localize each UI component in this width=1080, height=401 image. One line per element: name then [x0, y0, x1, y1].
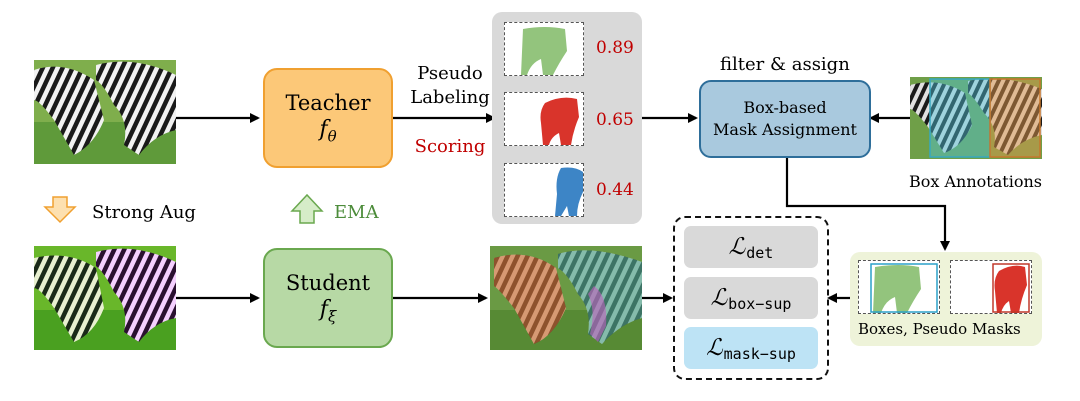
student-symbol: fξ [319, 296, 337, 326]
box-annotations-label: Box Annotations [909, 172, 1042, 191]
mask-card-blue [504, 163, 584, 217]
scoring-label: Scoring [414, 136, 486, 157]
losses-group [673, 216, 829, 380]
pseudo-card-red [950, 260, 1032, 314]
box-annotations-image [910, 77, 1042, 159]
score-red: 0.65 [596, 110, 634, 130]
pseudo-card-green [858, 260, 940, 314]
student-prediction-image [490, 246, 642, 350]
blue-mask-icon [555, 167, 583, 216]
ema-up-arrow [290, 193, 324, 224]
teacher-title: Teacher [285, 90, 371, 115]
filter-assign-label: filter & assign [720, 54, 850, 75]
student-model-box: Student fξ [263, 248, 393, 348]
input-zebra-image [34, 60, 176, 164]
ema-label: EMA [334, 202, 379, 223]
red-box-mask-icon [992, 263, 1030, 313]
student-title: Student [285, 270, 371, 295]
score-blue: 0.44 [596, 180, 634, 200]
augmented-zebra-image [34, 246, 176, 350]
green-box-mask-icon [870, 263, 938, 313]
green-mask-icon [521, 27, 567, 75]
strong-aug-label: Strong Aug [92, 202, 196, 223]
assignment-line2: Mask Assignment [713, 120, 857, 139]
boxes-pseudo-masks-label: Boxes, Pseudo Masks [858, 320, 1021, 338]
teacher-symbol: fθ [319, 116, 337, 146]
score-green: 0.89 [596, 38, 634, 58]
pseudo-labeling-label: Pseudo Labeling [410, 63, 490, 108]
strong-aug-down-arrow [43, 196, 77, 224]
mask-card-green [504, 22, 584, 76]
teacher-model-box: Teacher fθ [263, 68, 393, 168]
mask-card-red [504, 92, 584, 146]
arrow-assignment-to-pseudo-panel [785, 158, 950, 251]
assignment-line1: Box-based [743, 98, 827, 117]
mask-assignment-box: Box-based Mask Assignment [699, 80, 871, 158]
red-mask-icon [540, 97, 579, 145]
